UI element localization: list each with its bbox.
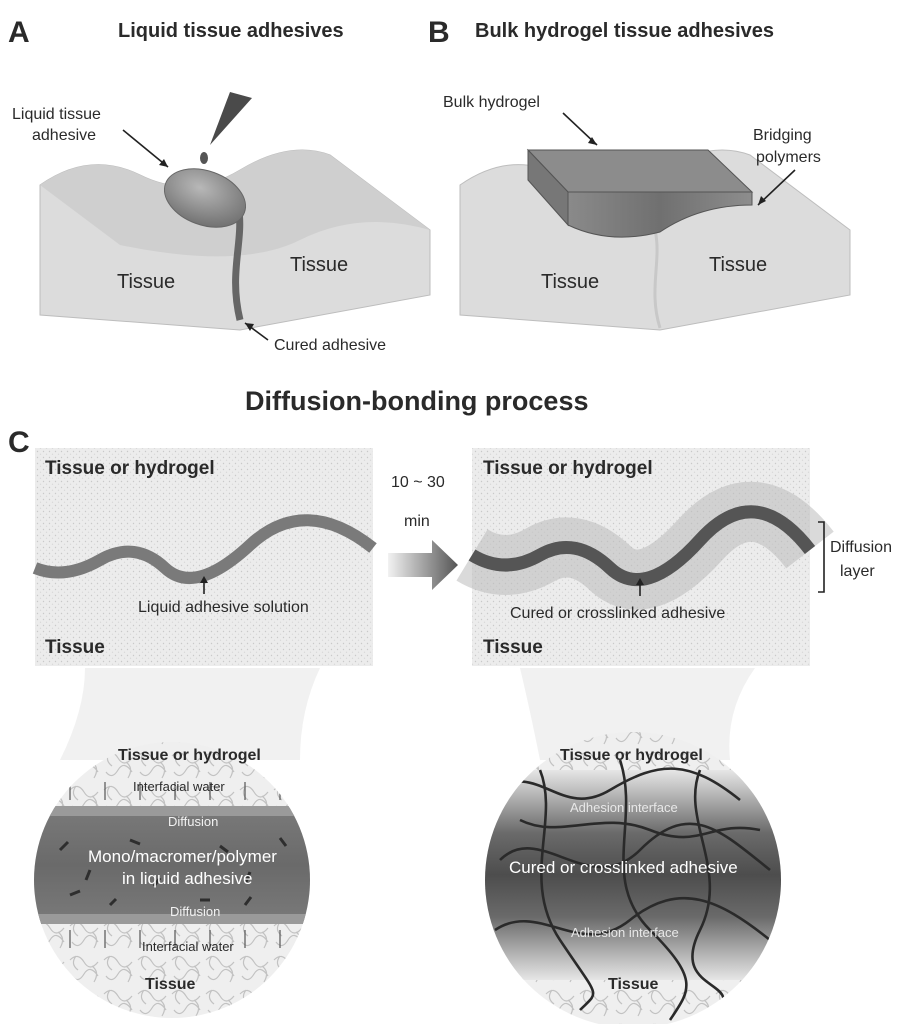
right-circle-top: Tissue or hydrogel	[560, 747, 703, 764]
arrow-head	[636, 578, 644, 585]
label-liquid-adhesive-1: Liquid tissue	[12, 106, 101, 123]
polymer-chains	[58, 837, 288, 907]
adhesive-drop	[163, 168, 247, 228]
left-water-bottom: Interfacial water	[142, 939, 234, 954]
crosslinked-adhesive-layer	[485, 770, 781, 980]
label-tissue-b-right: Tissue	[709, 254, 767, 276]
left-top-label: Tissue or hydrogel	[45, 458, 215, 479]
process-arrow: 10 ~ 30 min	[388, 474, 458, 590]
zoom-funnel-left	[60, 668, 320, 760]
left-circle-bottom: Tissue	[145, 976, 196, 993]
right-bottom-label: Tissue	[483, 637, 543, 658]
right-interface-bottom: Adhesion interface	[571, 925, 679, 940]
arrow-head	[245, 323, 254, 331]
panel-c-letter: C	[8, 426, 30, 459]
water-arrows	[69, 782, 281, 948]
panel-b-letter: B	[428, 16, 450, 49]
right-center: Cured or crosslinked adhesive	[509, 858, 738, 877]
panel-a: A Liquid tissue adhesives Liquid tissue …	[8, 16, 431, 354]
section-title: Diffusion-bonding process	[245, 386, 589, 416]
liquid-adhesive-band	[32, 514, 377, 584]
zoom-circle-left: Tissue or hydrogel Interfacial water Dif…	[34, 742, 310, 1018]
arrow-head	[200, 576, 208, 583]
panel-b: B Bulk hydrogel tissue adhesives Bulk hy…	[428, 16, 851, 331]
label-bridging-1: Bridging	[753, 127, 812, 144]
bulk-hydrogel-side	[527, 148, 569, 227]
bulk-hydrogel-front	[567, 191, 753, 238]
liquid-adhesive-layer	[34, 806, 310, 924]
arrow-time-2: min	[404, 513, 430, 530]
arrow-head	[159, 159, 168, 167]
right-interface-top: Adhesion interface	[570, 800, 678, 815]
cured-adhesive-band	[468, 505, 816, 587]
arrow-head	[758, 196, 766, 205]
label-tissue-a-right: Tissue	[290, 254, 348, 276]
panel-a-letter: A	[8, 16, 30, 49]
left-circle-top: Tissue or hydrogel	[118, 747, 261, 764]
right-arrow	[388, 540, 458, 590]
left-annotation: Liquid adhesive solution	[138, 599, 309, 616]
falling-droplet	[200, 152, 208, 164]
arrow-head	[588, 137, 597, 145]
label-liquid-adhesive-2: adhesive	[32, 127, 96, 144]
left-diffusion-top: Diffusion	[168, 814, 218, 829]
bracket-label-2: layer	[840, 563, 875, 580]
label-cured-adhesive: Cured adhesive	[274, 337, 386, 354]
left-bottom-label: Tissue	[45, 637, 105, 658]
panel-c-right-box: Tissue or hydrogel Tissue Cured or cross…	[456, 448, 892, 666]
zoom-funnel-right	[520, 668, 755, 760]
right-annotation: Cured or crosslinked adhesive	[510, 605, 725, 622]
label-bridging-2: polymers	[756, 149, 821, 166]
right-top-label: Tissue or hydrogel	[483, 458, 653, 479]
left-center-1: Mono/macromer/polymer	[88, 847, 277, 866]
left-center-2: in liquid adhesive	[122, 869, 252, 888]
left-water-top: Interfacial water	[133, 779, 225, 794]
label-bulk-hydrogel: Bulk hydrogel	[443, 94, 540, 111]
right-circle-bottom: Tissue	[608, 976, 659, 993]
label-tissue-a-left: Tissue	[117, 271, 175, 293]
tissue-seam	[653, 229, 662, 329]
arrow-time-1: 10 ~ 30	[391, 474, 445, 491]
bracket-label-1: Diffusion	[830, 539, 892, 556]
dispenser-nozzle	[210, 92, 252, 145]
crosslinked-network	[489, 759, 771, 1021]
panel-a-title: Liquid tissue adhesives	[118, 20, 344, 42]
zoom-circle-right: Tissue or hydrogel Adhesion interface Cu…	[485, 732, 781, 1024]
diffusion-layer-bracket	[818, 521, 825, 593]
left-diffusion-bottom: Diffusion	[170, 904, 220, 919]
panel-c-left-box: Tissue or hydrogel Tissue Liquid adhesiv…	[32, 448, 377, 666]
label-tissue-b-left: Tissue	[541, 271, 599, 293]
panel-b-title: Bulk hydrogel tissue adhesives	[475, 20, 774, 42]
